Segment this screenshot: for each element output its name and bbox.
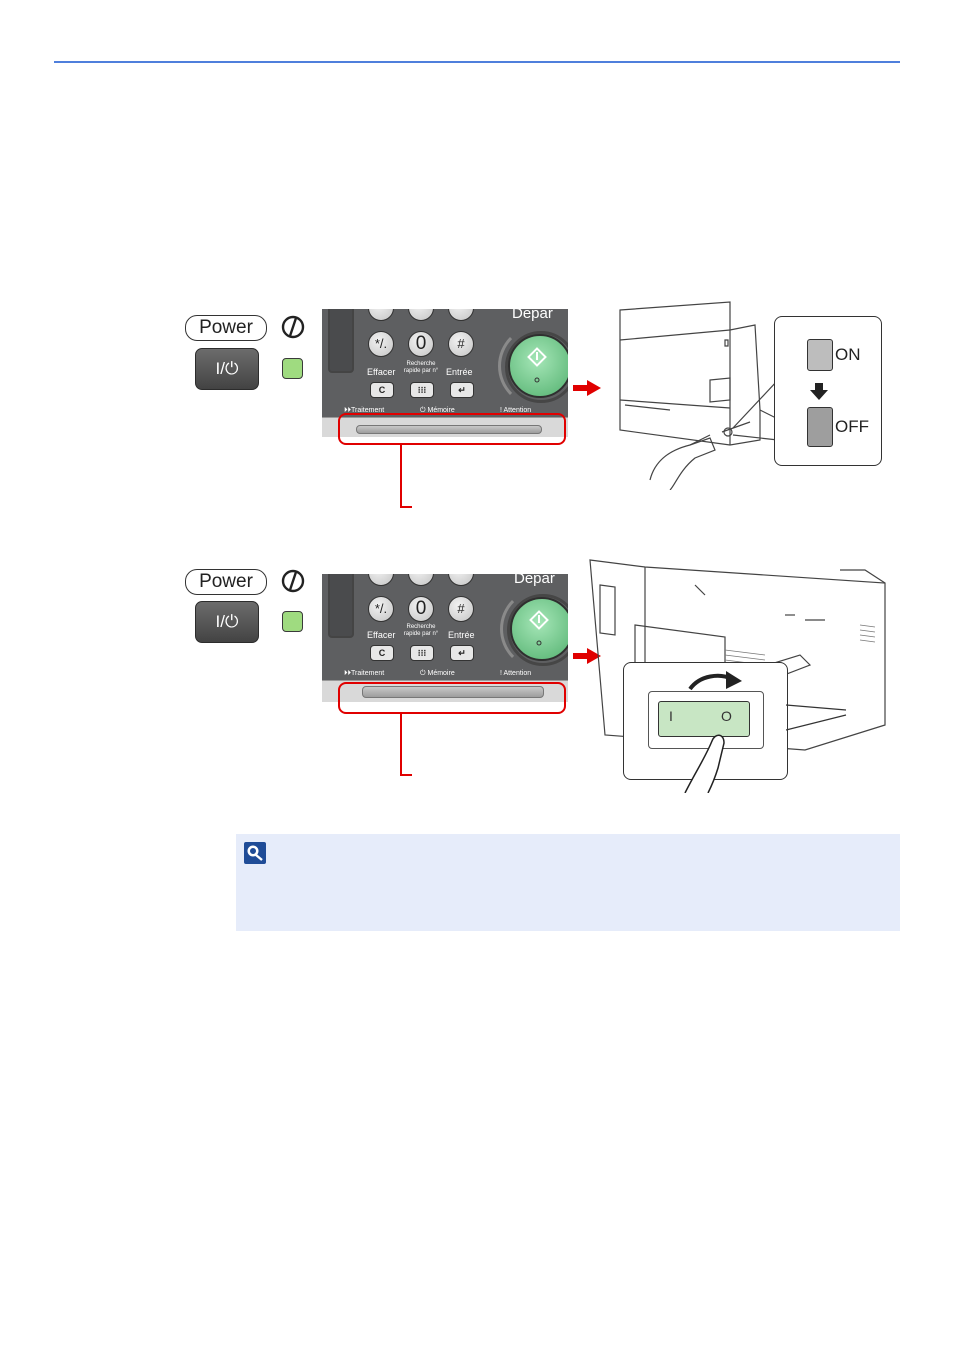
switch-off-label: OFF <box>835 417 869 436</box>
screen-edge <box>328 309 354 373</box>
key-star[interactable]: */. <box>368 331 394 357</box>
rocker-inset: I O <box>623 662 788 793</box>
figure-power-off-switch: Power I/⏻ */. 0 # Effacer Recherche rapi… <box>180 300 900 520</box>
label-effacer: Effacer <box>367 367 396 377</box>
power-standby-icon <box>281 315 305 339</box>
label-entree: Entrée <box>448 630 475 640</box>
quick-search-key[interactable]: ⁝⁝⁝ <box>410 645 434 661</box>
switch-off-rocker <box>807 407 833 447</box>
start-ring <box>505 331 568 403</box>
key-zero[interactable]: 0 <box>408 596 434 622</box>
start-icon <box>529 610 549 646</box>
clear-key[interactable]: C <box>370 645 394 661</box>
start-arc <box>498 325 568 407</box>
magnifier-icon <box>247 845 263 861</box>
operation-panel: */. 0 # Effacer Recherche rapide par n° … <box>322 574 568 702</box>
arrow-icon <box>573 648 601 664</box>
header-rule <box>54 61 900 63</box>
label-memoire: ⏻ Mémoire <box>420 670 455 677</box>
key-top-3 <box>448 309 474 321</box>
note-icon <box>244 842 266 864</box>
key-hash[interactable]: # <box>448 331 474 357</box>
label-memoire: ⏻ Mémoire <box>420 407 455 414</box>
start-button[interactable] <box>508 334 568 398</box>
switch-on-label: ON <box>835 345 861 364</box>
label-attention: ! Attention <box>500 407 532 414</box>
printer-switch-illustration <box>619 301 781 490</box>
key-top-2 <box>408 309 434 321</box>
screen-edge <box>328 574 354 638</box>
main-power-indicator <box>282 611 303 632</box>
switch-on-rocker <box>807 339 833 371</box>
rocker-off-mark: O <box>721 708 732 724</box>
rocker-frame <box>648 691 764 749</box>
enter-key[interactable]: ↵ <box>450 645 474 661</box>
inset-pointer <box>786 704 847 731</box>
power-label: Power <box>185 569 267 595</box>
enter-key[interactable]: ↵ <box>450 382 474 398</box>
key-top-1 <box>368 574 394 586</box>
indicator-highlight <box>338 682 566 714</box>
label-entree: Entrée <box>446 367 473 377</box>
label-recherche: Recherche rapide par n° <box>403 361 439 374</box>
key-top-1 <box>368 309 394 321</box>
key-zero[interactable]: 0 <box>408 331 434 357</box>
main-power-indicator <box>282 358 303 379</box>
operation-panel: */. 0 # Effacer Recherche rapide par n° … <box>322 309 568 437</box>
main-power-indicator-bar <box>356 425 542 434</box>
start-ring <box>507 594 568 666</box>
key-top-2 <box>408 574 434 586</box>
label-effacer: Effacer <box>367 630 396 640</box>
switch-inset: ON OFF <box>774 316 882 466</box>
power-button[interactable]: I/⏻ <box>195 348 259 390</box>
key-star[interactable]: */. <box>368 596 394 622</box>
callout-line <box>400 443 412 508</box>
key-hash[interactable]: # <box>448 596 474 622</box>
label-depart: Depar <box>514 574 555 587</box>
start-arc <box>500 588 568 670</box>
quick-search-key[interactable]: ⁝⁝⁝ <box>410 382 434 398</box>
label-traitement: ⏵⏵Traitement <box>344 407 385 414</box>
power-button[interactable]: I/⏻ <box>195 601 259 643</box>
note-box <box>236 834 900 931</box>
label-recherche: Recherche rapide par n° <box>403 624 439 637</box>
callout-line <box>400 712 412 776</box>
start-icon <box>527 347 547 383</box>
figure-power-off-rocker: Power I/⏻ */. 0 # Effacer Recherche rapi… <box>180 555 900 793</box>
power-label: Power <box>185 315 267 341</box>
label-attention: ! Attention <box>500 670 532 677</box>
rocker-on-mark: I <box>669 708 673 724</box>
clear-key[interactable]: C <box>370 382 394 398</box>
power-standby-icon <box>281 569 305 593</box>
start-button[interactable] <box>510 597 568 661</box>
arrow-down-icon <box>810 383 828 400</box>
label-traitement: ⏵⏵Traitement <box>344 670 385 677</box>
arrow-icon <box>573 380 601 396</box>
indicator-highlight <box>338 413 566 445</box>
main-power-indicator-bar <box>362 686 544 698</box>
curved-arrow-icon <box>688 671 742 691</box>
key-top-3 <box>448 574 474 586</box>
finger-icon <box>684 734 725 793</box>
label-depart: Depar <box>512 309 553 322</box>
rocker-switch[interactable]: I O <box>658 701 750 737</box>
